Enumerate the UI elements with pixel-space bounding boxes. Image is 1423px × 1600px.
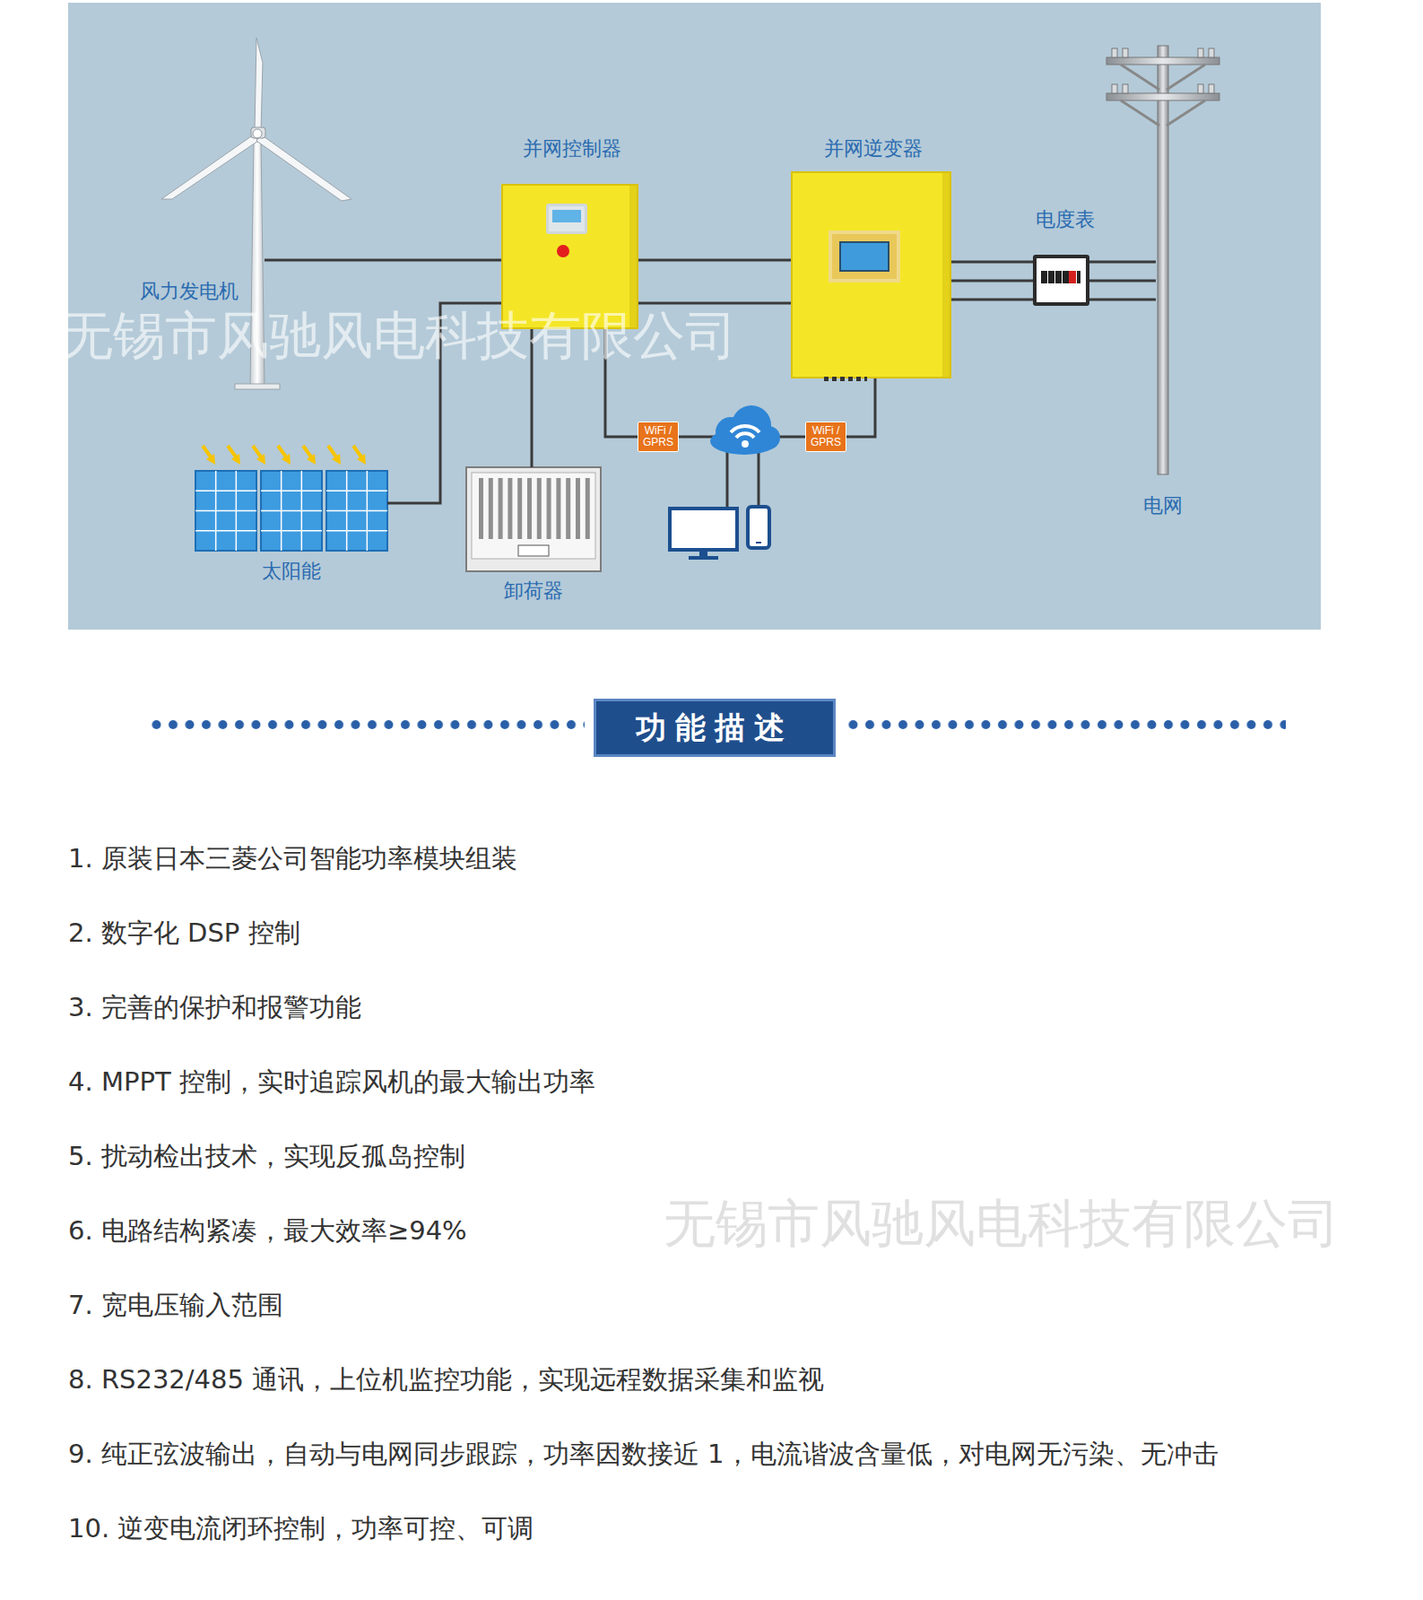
wire-line [638, 302, 791, 305]
section-title: 功能描述 [635, 707, 794, 749]
component-label: 风力发电机 [139, 279, 239, 304]
feature-item: 2. 数字化 DSP 控制 [68, 917, 301, 949]
feature-item: 9. 纯正弦波输出，自动与电网同步跟踪，功率因数接近 1，电流谐波含量低，对电网… [68, 1438, 1219, 1470]
watermark: 无锡市风驰风电科技有限公司 [663, 1192, 1340, 1256]
wire-line [638, 259, 791, 262]
feature-item: 4. MPPT 控制，实时追踪风机的最大输出功率 [68, 1066, 596, 1098]
dot-rule [844, 720, 1286, 735]
feature-item: 10. 逆变电流闭环控制，功率可控、可调 [68, 1512, 534, 1545]
component-label: 卸荷器 [503, 579, 564, 603]
watermark: 无锡市风驰风电科技有限公司 [60, 304, 738, 368]
node-label: WiFi / GPRS [807, 425, 844, 448]
wire-line [1089, 298, 1156, 302]
feature-item: 6. 电路结构紧凑，最大效率≥94% [68, 1214, 468, 1247]
solar-panels [195, 445, 388, 551]
dot-rule [145, 720, 585, 735]
feature-item: 5. 扰动检出技术，实现反孤岛控制 [68, 1140, 466, 1172]
wire-connector [951, 261, 1033, 300]
lcd-screen [828, 230, 901, 283]
feature-item: 1. 原装日本三菱公司智能功率模块组装 [68, 842, 518, 875]
lcd-screen [546, 203, 588, 235]
wire-connector [638, 260, 791, 304]
grid-node: 电网 [1155, 45, 1171, 475]
feature-item: 3. 完善的保护和报警功能 [68, 991, 362, 1024]
wire-line [951, 279, 1033, 283]
wifi-tag: WiFi / GPRS [637, 421, 679, 452]
wire-connector [1089, 261, 1156, 300]
component-label: 电网 [1143, 494, 1183, 518]
feature-item: 8. RS232/485 通讯，上位机监控功能，实现远程数据采集和监视 [68, 1363, 825, 1396]
solar-node: 太阳能 [195, 470, 388, 551]
component-label: 并网控制器 [522, 137, 622, 161]
dump-load-node: 卸荷器 [466, 467, 601, 572]
grid-inverter: 并网逆变器 [790, 171, 952, 379]
wire-line [951, 298, 1033, 302]
status-led [556, 244, 570, 258]
node-label: WiFi / GPRS [640, 425, 677, 448]
wire-line [846, 378, 876, 437]
energy-meter: 电度表 [1032, 254, 1090, 306]
section-banner: 功能描述 [593, 698, 836, 757]
wifi-tag: WiFi / GPRS [805, 421, 847, 452]
wire-connector [846, 378, 876, 437]
dump-load-cabinet [466, 467, 601, 572]
wire-line [358, 259, 502, 262]
wire-connector [358, 260, 502, 261]
component-label: 并网逆变器 [824, 137, 923, 161]
cloud-network [669, 405, 806, 560]
wire-line [1089, 260, 1156, 264]
feature-item: 7. 宽电压输入范围 [68, 1289, 284, 1321]
wire-line [951, 260, 1033, 264]
component-label: 电度表 [1035, 208, 1095, 232]
utility-pole [1106, 45, 1220, 475]
terminal-strip [824, 376, 868, 382]
component-label: 太阳能 [261, 559, 322, 583]
wire-line [1089, 279, 1156, 283]
